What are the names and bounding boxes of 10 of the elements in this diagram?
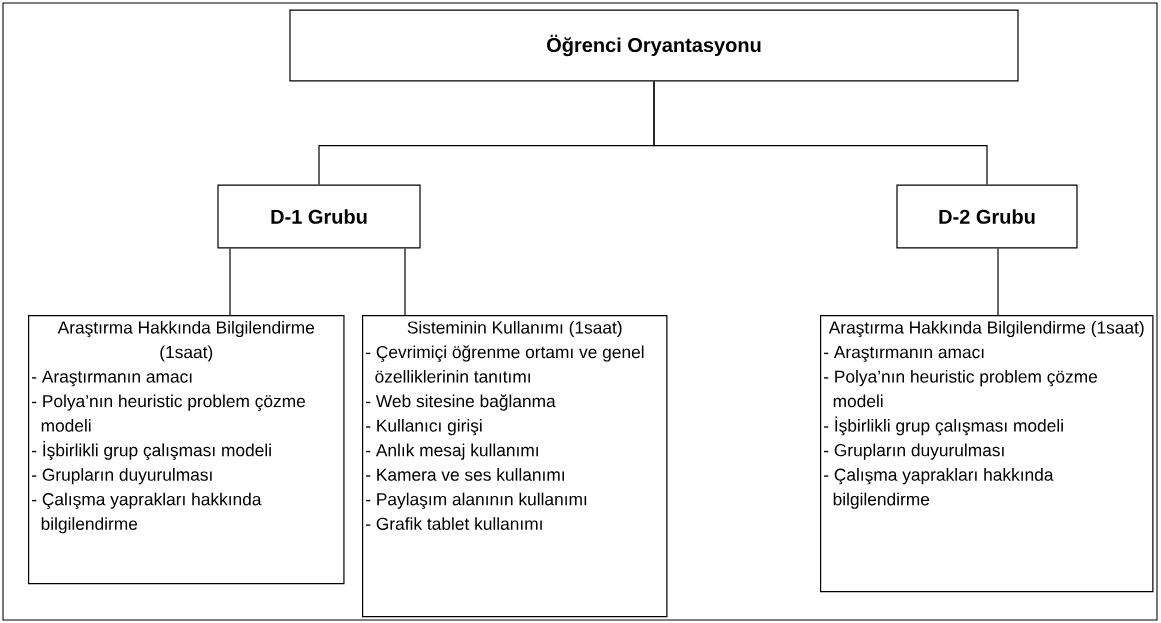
topic-box: Araştırma Hakkında Bilgilendirme (1saat) - Araştırmanın amacı - Polya’nın heuristic problem çözme modeli - İşbirlikli grup çalışması modeli - Grupların duyurulması - Çalışma yaprakları hakkında bilgilendirme bbox=[28, 315, 345, 585]
connector-line bbox=[229, 247, 231, 316]
group-box: D-1 Grubu bbox=[217, 184, 421, 249]
connector-line bbox=[653, 80, 988, 186]
group-box: D-2 Grubu bbox=[896, 184, 1078, 249]
connector-line bbox=[404, 247, 406, 316]
topic-box: Araştırma Hakkında Bilgilendirme (1saat) - Araştırmanın amacı - Polya’nın heuristic problem çözme modeli - İşbirlikli grup çalışması modeli - Grupların duyurulması - Çalışma yaprakları hakkında bilgilendirme bbox=[820, 315, 1154, 593]
title-box: Öğrenci Oryantasyonu bbox=[289, 9, 1019, 82]
topic-box: Sisteminin Kullanımı (1saat) - Çevrimiçi öğrenme ortamı ve genel özelliklerinin tanıtımı - Web sitesine bağlanma - Kullanıcı girişi - Anlık mesaj kullanımı - Kamera ve ses kullanımı - Paylaşım alanının kullanımı - Grafik tablet kullanımı bbox=[362, 315, 668, 618]
connector-line bbox=[997, 247, 999, 316]
